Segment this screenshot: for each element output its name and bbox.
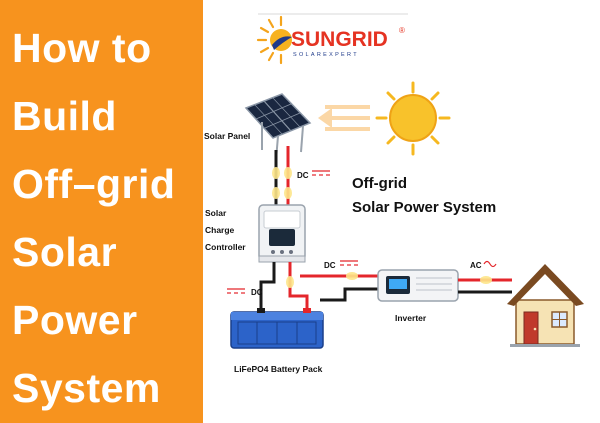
headline-line-4: Solar: [12, 229, 118, 275]
dc-symbol-battery: [227, 288, 245, 294]
sunlight-arrows: [318, 105, 370, 131]
diagram-title-line-1: Off-grid: [352, 175, 407, 192]
ac-tag-house: AC: [470, 261, 482, 270]
dc-tag-panel: DC: [297, 171, 309, 180]
title-panel: How to Build Off–grid Solar Power System: [0, 0, 203, 423]
charge-controller-icon: [258, 204, 306, 263]
dc-tag-battery: DC: [251, 288, 263, 297]
headline-line-6: System: [12, 365, 161, 411]
solar-panel-label: Solar Panel: [204, 131, 250, 141]
battery-label: LiFePO4 Battery Pack: [234, 364, 323, 374]
diagram-title-line-2: Solar Power System: [352, 199, 496, 216]
battery-icon: [230, 308, 324, 349]
inverter-label: Inverter: [395, 313, 427, 323]
controller-label-line-3: Controller: [205, 242, 246, 252]
solar-panel-icon: [244, 93, 312, 161]
controller-label-line-1: Solar: [205, 208, 227, 218]
headline-line-5: Power: [12, 297, 138, 343]
inverter-fuse: [346, 272, 358, 280]
logo-name: SUNGRID: [291, 28, 388, 51]
headline-line-2: Build: [12, 93, 117, 139]
sun-icon: [375, 81, 451, 156]
logo-sun-icon: [256, 15, 292, 65]
headline-line-1: How to: [12, 25, 152, 71]
inverter-icon: [377, 269, 459, 302]
ac-fuse: [480, 276, 492, 284]
inverter-dc-wires: [300, 274, 380, 302]
panel-fuses: [272, 167, 292, 199]
dc-tag-inverter: DC: [324, 261, 336, 270]
system-diagram: SUNGRID ® SOLAREXPERT: [204, 13, 584, 374]
controller-battery-wires: [259, 262, 309, 312]
sungrid-logo: SUNGRID ® SOLAREXPERT: [256, 13, 408, 65]
dc-symbol-inverter: [340, 260, 358, 266]
headline-line-3: Off–grid: [12, 161, 176, 207]
logo-registered-mark: ®: [399, 26, 405, 35]
headline: How to Build Off–grid Solar Power System: [12, 14, 175, 422]
logo-tagline: SOLAREXPERT: [293, 52, 359, 58]
battery-fuse: [286, 276, 294, 288]
controller-label-line-2: Charge: [205, 225, 235, 235]
ac-symbol: [483, 260, 497, 268]
house-icon: [507, 264, 584, 347]
dc-symbol-panel: [312, 170, 330, 176]
